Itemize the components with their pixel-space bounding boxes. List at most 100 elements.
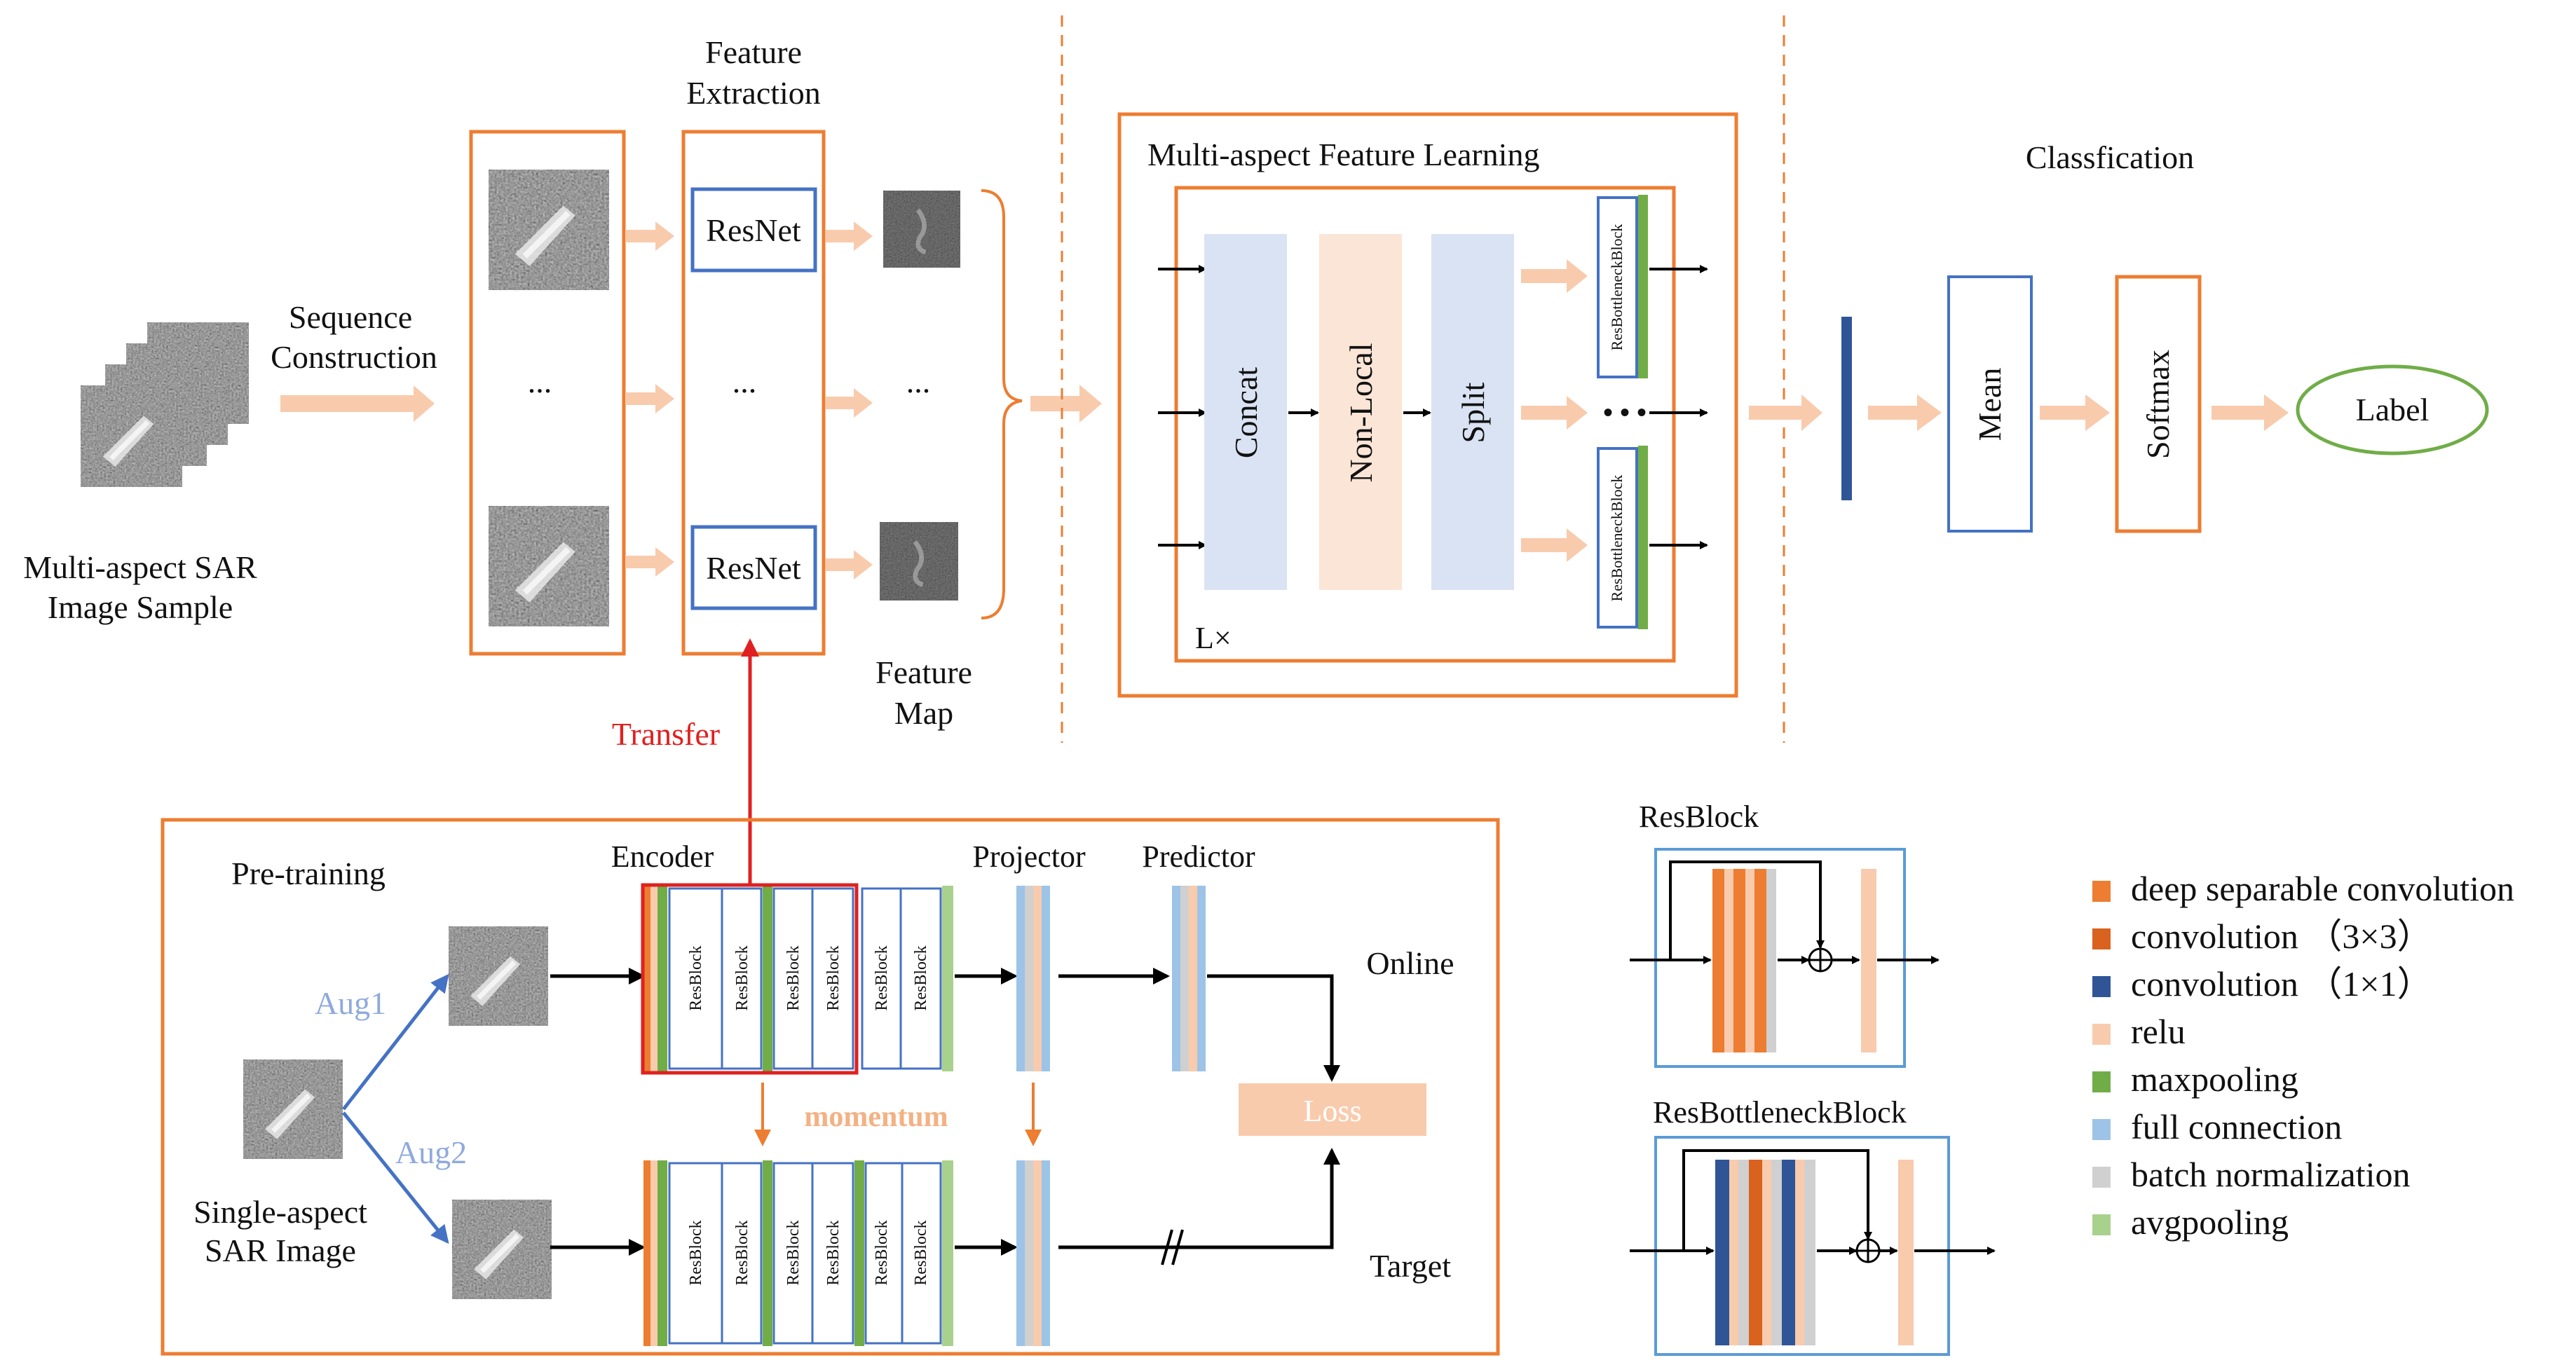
legend-label: convolution （1×1） bbox=[2131, 964, 2432, 1003]
sequence-arrow bbox=[280, 385, 435, 422]
sequence-image-bottom bbox=[489, 506, 609, 626]
mafl-exit-arrow bbox=[1749, 395, 1822, 431]
legend-swatch bbox=[2092, 1119, 2111, 1140]
legend-label: convolution （3×3） bbox=[2131, 917, 2432, 956]
resblock-layers bbox=[1712, 869, 1876, 1052]
feature-map-brace bbox=[981, 189, 1023, 619]
legend-label: avgpooling bbox=[2131, 1202, 2289, 1242]
encoder-label: Encoder bbox=[611, 839, 714, 874]
legend-swatch bbox=[2092, 976, 2111, 997]
loss-box bbox=[1239, 1083, 1426, 1136]
online-predictor bbox=[1172, 886, 1206, 1071]
split-block bbox=[1431, 234, 1514, 590]
target-label: Target bbox=[1370, 1248, 1451, 1284]
fe-arrow-bot bbox=[625, 547, 674, 577]
pretraining-title: Pre-training bbox=[231, 856, 386, 891]
mafl-title: Multi-aspect Feature Learning bbox=[1147, 137, 1539, 172]
projector-label: Projector bbox=[972, 839, 1086, 874]
mean-label: Mean bbox=[1972, 368, 2008, 441]
fm-arrow-mid bbox=[826, 388, 873, 418]
aug2-label: Aug2 bbox=[395, 1134, 467, 1170]
legend-label: batch normalization bbox=[2131, 1155, 2410, 1194]
resnet-box-top bbox=[690, 187, 817, 273]
resblock-label: ResBlock bbox=[912, 945, 930, 1010]
legend-label: maxpooling bbox=[2131, 1059, 2298, 1099]
feature-extraction-title-2: Extraction bbox=[686, 75, 821, 111]
target-projector bbox=[1016, 1160, 1050, 1346]
fm-arrow-bot bbox=[826, 550, 873, 579]
fm-arrow-top bbox=[826, 221, 873, 251]
resbottleneck-title: ResBottleneckBlock bbox=[1653, 1095, 1907, 1130]
sequence-label-line1: Sequence bbox=[289, 299, 412, 335]
mean-to-softmax-arrow bbox=[2040, 395, 2110, 431]
bottleneck-green-top bbox=[1638, 195, 1648, 378]
mean-box bbox=[1947, 275, 2033, 533]
resnet-label-top: ResNet bbox=[706, 212, 801, 248]
legend-swatch bbox=[2092, 1024, 2111, 1045]
transfer-label: Transfer bbox=[612, 716, 720, 752]
momentum-label: momentum bbox=[804, 1101, 948, 1133]
stop-gradient-mark-1 bbox=[1161, 1229, 1173, 1265]
resbottleneck-layers bbox=[1715, 1160, 1914, 1345]
aug2-arrow bbox=[342, 1111, 449, 1244]
pred-to-loss bbox=[1207, 974, 1340, 1082]
resbottleneck-skip bbox=[1682, 1149, 1872, 1251]
concat-label: Concat bbox=[1228, 367, 1264, 459]
input-label-line2: Image Sample bbox=[48, 589, 233, 625]
softmax-label: Softmax bbox=[2140, 350, 2176, 459]
aug2-image bbox=[452, 1200, 552, 1299]
bottleneck-label-top: ResBottleneckBlock bbox=[1608, 224, 1626, 351]
sequence-label-line2: Construction bbox=[271, 339, 437, 375]
target-encoder: ResBlock ResBlock ResBlock ResBlock ResB… bbox=[643, 1160, 953, 1346]
legend-swatch bbox=[2092, 1071, 2111, 1092]
resblock-label: ResBlock bbox=[687, 1220, 705, 1285]
legend-swatch bbox=[2092, 928, 2111, 949]
pretraining-box bbox=[161, 818, 1500, 1356]
fe-ellipsis: ... bbox=[732, 364, 757, 399]
target-to-loss bbox=[1058, 1148, 1340, 1249]
online-projector bbox=[1016, 886, 1050, 1071]
legend-swatch bbox=[2092, 1214, 2111, 1235]
feature-bar bbox=[1841, 317, 1852, 500]
resblock-label: ResBlock bbox=[912, 1220, 930, 1285]
feature-map-label-2: Map bbox=[894, 695, 953, 731]
online-encoder: ResBlock ResBlock ResBlock ResBlock ResB… bbox=[643, 886, 953, 1071]
resnet-label-bottom: ResNet bbox=[706, 550, 801, 586]
fe-arrow-top bbox=[625, 221, 674, 251]
feature-map-bottom bbox=[880, 522, 958, 601]
repeat-label: L× bbox=[1195, 621, 1232, 655]
aug1-arrow bbox=[342, 973, 449, 1111]
label-ellipse bbox=[2296, 364, 2489, 455]
single-label-1: Single-aspect bbox=[193, 1194, 367, 1230]
sequence-image-top bbox=[489, 170, 609, 290]
resblock-label: ResBlock bbox=[733, 1220, 751, 1285]
sequence-box bbox=[469, 130, 626, 656]
split-arrow-bot bbox=[1521, 528, 1588, 562]
bottleneck-label-bottom: ResBottleneckBlock bbox=[1608, 475, 1626, 602]
legend-swatch bbox=[2092, 881, 2111, 902]
bar-to-mean-arrow bbox=[1868, 395, 1942, 431]
resblock-label: ResBlock bbox=[824, 945, 843, 1010]
encoder-transfer-highlight bbox=[641, 883, 859, 1075]
nonlocal-label: Non-Local bbox=[1343, 343, 1379, 482]
sequence-ellipsis: ... bbox=[528, 364, 552, 399]
label-text: Label bbox=[2356, 392, 2430, 427]
resblock-label: ResBlock bbox=[873, 945, 891, 1010]
online-label: Online bbox=[1366, 945, 1454, 981]
resblock-label: ResBlock bbox=[784, 945, 803, 1010]
resblock-title: ResBlock bbox=[1639, 800, 1759, 834]
mafl-dots: • • • bbox=[1603, 397, 1647, 428]
resblock-label: ResBlock bbox=[687, 945, 705, 1010]
single-label-2: SAR Image bbox=[205, 1233, 356, 1268]
fe-arrow-mid bbox=[625, 384, 674, 413]
input-label-line1: Multi-aspect SAR bbox=[23, 549, 257, 585]
legend-label: relu bbox=[2131, 1012, 2186, 1051]
resblock-skip bbox=[1669, 860, 1825, 960]
split-arrow-mid bbox=[1521, 396, 1588, 430]
single-aspect-image bbox=[243, 1059, 343, 1159]
nonlocal-block bbox=[1319, 234, 1402, 590]
resblock-label: ResBlock bbox=[873, 1220, 891, 1285]
resnet-box-bottom bbox=[690, 525, 817, 610]
